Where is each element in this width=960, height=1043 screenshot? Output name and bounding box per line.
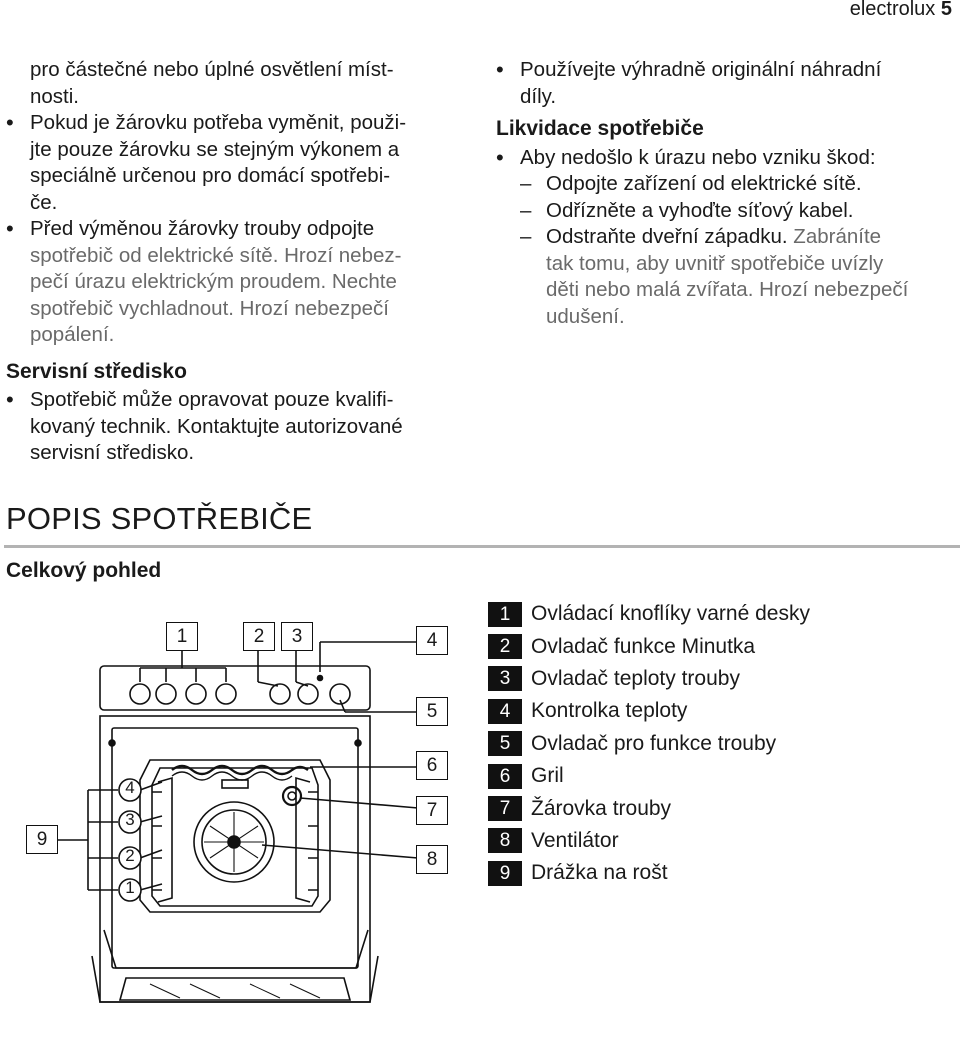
section-subtitle: Celkový pohled <box>6 559 162 582</box>
callout-6: 6 <box>416 751 448 780</box>
page-header: electrolux 5 <box>850 0 952 21</box>
section-divider <box>4 545 960 548</box>
bullet-disconnect-warning: Před výměnou žárovky trouby odpojte spot… <box>6 216 476 349</box>
level-4: 4 <box>125 778 135 797</box>
callout-4: 4 <box>416 626 448 655</box>
oven-diagram: 1 2 3 4 5 6 7 8 9 4 3 2 1 <box>0 600 480 1043</box>
callout-9: 9 <box>26 825 58 854</box>
bullet-bulb-replace: Pokud je žárovku potřeba vyměnit, použi-… <box>6 110 476 216</box>
callout-7: 7 <box>416 796 448 825</box>
page-number: 5 <box>940 0 952 20</box>
service-heading: Servisní středisko <box>6 359 187 383</box>
callout-5: 5 <box>416 697 448 726</box>
level-2: 2 <box>125 846 135 865</box>
dash-disconnect: Odpojte zařízení od elektrické sítě. <box>496 171 960 198</box>
oven-drawing <box>58 641 419 1003</box>
bullet-disposal: Aby nedošlo k úrazu nebo vzniku škod: <box>496 145 960 172</box>
section-title: POPIS SPOTŘEBIČE <box>6 501 313 536</box>
callout-3: 3 <box>281 622 313 651</box>
right-column: Používejte výhradně originální náhradní … <box>496 57 960 330</box>
left-column: pro částečné nebo úplné osvětlení míst- … <box>6 57 476 467</box>
bullet-service: Spotřebič může opravovat pouze kvalifi- … <box>6 387 476 467</box>
dash-cut-cable: Odřízněte a vyhoďte síťový kabel. <box>496 198 960 225</box>
disposal-heading: Likvidace spotřebiče <box>496 117 704 140</box>
level-3: 3 <box>125 810 135 829</box>
leader-lines <box>58 641 419 891</box>
control-panel <box>99 665 371 711</box>
callout-2: 2 <box>243 622 275 651</box>
level-1: 1 <box>125 878 135 897</box>
bullet-spare-parts: Používejte výhradně originální náhradní … <box>496 57 960 110</box>
callout-1: 1 <box>166 622 198 651</box>
callout-8: 8 <box>416 845 448 874</box>
dash-door-latch: Odstraňte dveřní západku. Zabráníte tak … <box>496 224 960 330</box>
brand-name: electrolux <box>849 0 936 20</box>
continued-text: pro částečné nebo úplné osvětlení míst- … <box>30 58 394 108</box>
